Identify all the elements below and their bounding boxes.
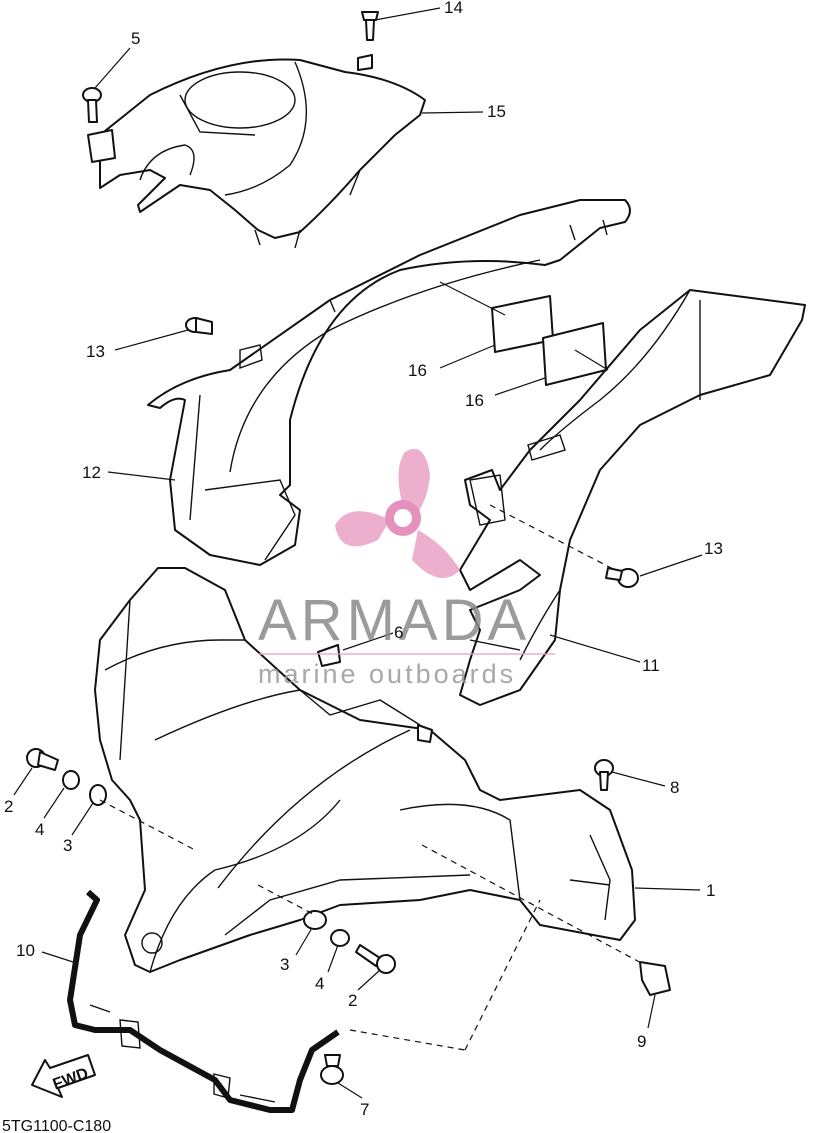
part-15-top-cover (87, 54, 426, 249)
callout-10: 10 (16, 941, 35, 960)
part-2-bolt-left (26, 748, 59, 771)
callout-2-right: 2 (348, 991, 357, 1010)
armada-watermark: ARMADA marine outboards (258, 448, 555, 689)
callout-16-a: 16 (408, 361, 427, 380)
callout-15: 15 (487, 102, 506, 121)
part-9-clip (639, 961, 671, 996)
part-4-washer-right (330, 929, 350, 947)
part-3-grommet-left (89, 784, 107, 806)
part-14-rivet (361, 11, 379, 41)
callout-3-right: 3 (280, 955, 289, 974)
callout-14: 14 (444, 0, 463, 17)
callout-2-left: 2 (4, 797, 13, 816)
part-3-grommet-right (303, 910, 327, 930)
part-8-bolt (594, 759, 614, 791)
callout-13-right: 13 (704, 539, 723, 558)
part-10-bracket-rod (67, 889, 340, 1113)
leader-lines (13, 7, 703, 1099)
part-16-pad-b (542, 322, 607, 386)
callout-12: 12 (82, 463, 101, 482)
watermark-tagline: marine outboards (258, 659, 516, 689)
fwd-arrow-icon: FWD (31, 1054, 96, 1098)
callout-13-left: 13 (86, 342, 105, 361)
drawing-code: 5TG1100-C180 (2, 1118, 111, 1133)
part-1-front-fender (94, 567, 636, 973)
part-13-bolt-right (605, 567, 639, 588)
callout-16-b: 16 (465, 391, 484, 410)
part-7-grommet (320, 1054, 344, 1085)
callouts: 14 5 15 13 16 16 12 13 6 11 2 4 3 8 1 10… (4, 0, 723, 1119)
part-5-bolt (82, 87, 102, 123)
callout-8: 8 (670, 778, 679, 797)
part-12-left-side-cover (147, 199, 631, 566)
watermark-brand: ARMADA (258, 588, 530, 653)
part-13-bolt-left (185, 317, 213, 335)
part-11-right-side-cover (459, 289, 806, 706)
part-4-washer-left (62, 770, 80, 790)
callout-4-right: 4 (315, 974, 324, 993)
callout-9: 9 (637, 1032, 646, 1051)
callout-4-left: 4 (35, 820, 44, 839)
assembly-dash-lines (99, 504, 646, 1051)
callout-6: 6 (394, 623, 403, 642)
callout-3-left: 3 (63, 836, 72, 855)
part-2-bolt-right (355, 944, 396, 974)
callout-1: 1 (706, 881, 715, 900)
armada-propeller-logo (335, 448, 460, 578)
callout-11: 11 (642, 656, 660, 675)
callout-7: 7 (360, 1100, 369, 1119)
callout-5: 5 (131, 29, 140, 48)
